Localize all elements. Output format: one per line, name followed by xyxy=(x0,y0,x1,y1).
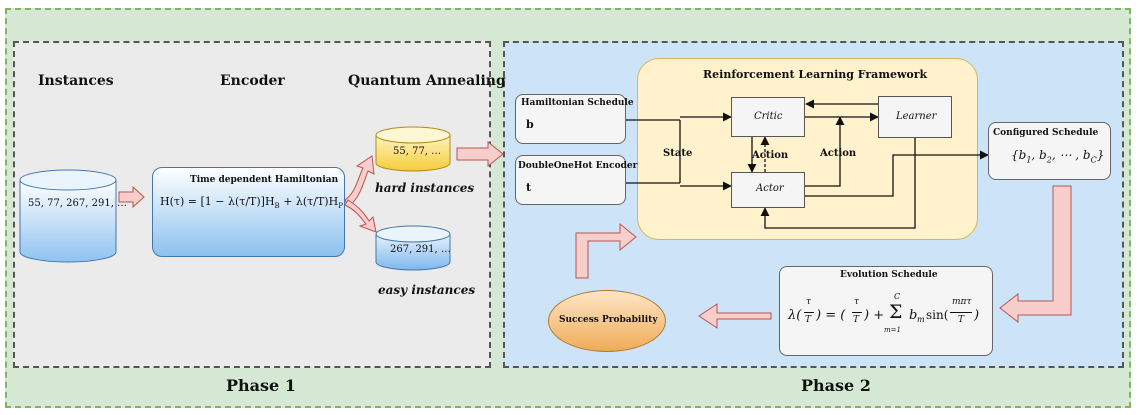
instances-database-label: 55, 77, 267, 291, … xyxy=(28,198,128,209)
action-label-left: Action xyxy=(752,150,789,161)
easy-instances-database-icon xyxy=(375,225,451,271)
learner-label: Learner xyxy=(896,111,937,122)
hamiltonian-schedule-title: Hamiltonian Schedule xyxy=(521,98,634,108)
configured-schedule-value: {b1, b2, ⋯ , bC} xyxy=(1011,148,1105,165)
evolution-schedule-formula: λ( τ T ) = ( τ T ) + C Σ m=1 b m sin( mπ… xyxy=(788,292,980,334)
doubleonehot-encoder-box xyxy=(515,155,626,205)
evolution-schedule-title: Evolution Schedule xyxy=(840,270,938,280)
actor-box xyxy=(731,172,805,208)
instances-heading: Instances xyxy=(38,73,114,89)
easy-instances-label: easy instances xyxy=(378,283,476,297)
evolution-schedule-box xyxy=(779,266,993,356)
hamiltonian-schedule-symbol: b xyxy=(526,118,534,131)
actor-label: Actor xyxy=(756,183,784,194)
action-label-right: Action xyxy=(820,148,857,159)
configured-schedule-title: Configured Schedule xyxy=(993,128,1099,138)
success-probability-node xyxy=(548,290,666,352)
phase1-to-phase2-arrow xyxy=(456,140,504,168)
instances-to-encoder-arrow xyxy=(118,185,145,209)
easy-instances-database-label: 267, 291, … xyxy=(390,244,451,255)
encoder-formula: H(τ) = [1 − λ(τ/T)]HB + λ(τ/T)HP xyxy=(160,195,343,211)
encoder-box-title: Time dependent Hamiltonian xyxy=(190,175,339,185)
rl-framework-title: Reinforcement Learning Framework xyxy=(703,68,928,81)
hard-instances-database-label: 55, 77, … xyxy=(393,146,442,157)
hard-instances-database-icon xyxy=(375,126,451,172)
instances-database-icon xyxy=(19,169,117,263)
success-probability-label: Success Probability xyxy=(559,315,658,325)
hamiltonian-schedule-box xyxy=(515,94,626,144)
phase1-label: Phase 1 xyxy=(226,376,296,395)
state-label: State xyxy=(663,148,693,159)
doubleonehot-encoder-symbol: t xyxy=(526,181,532,194)
critic-label: Critic xyxy=(754,111,783,122)
critic-box xyxy=(731,97,805,137)
annealing-heading: Quantum Annealing xyxy=(348,73,506,89)
encoder-heading: Encoder xyxy=(220,73,285,89)
rl-framework-frame xyxy=(637,58,978,240)
success-to-rl-arrow xyxy=(575,222,637,279)
hard-instances-label: hard instances xyxy=(375,181,475,195)
doubleonehot-encoder-title: DoubleOneHot Encoder xyxy=(518,161,638,171)
learner-box xyxy=(878,96,952,138)
phase2-label: Phase 2 xyxy=(801,376,871,395)
split-arrow-icon xyxy=(344,155,377,233)
encoder-box xyxy=(152,167,345,257)
evolution-to-success-arrow xyxy=(698,303,772,329)
configured-to-evolution-arrow xyxy=(999,185,1072,324)
configured-schedule-box xyxy=(988,122,1111,180)
